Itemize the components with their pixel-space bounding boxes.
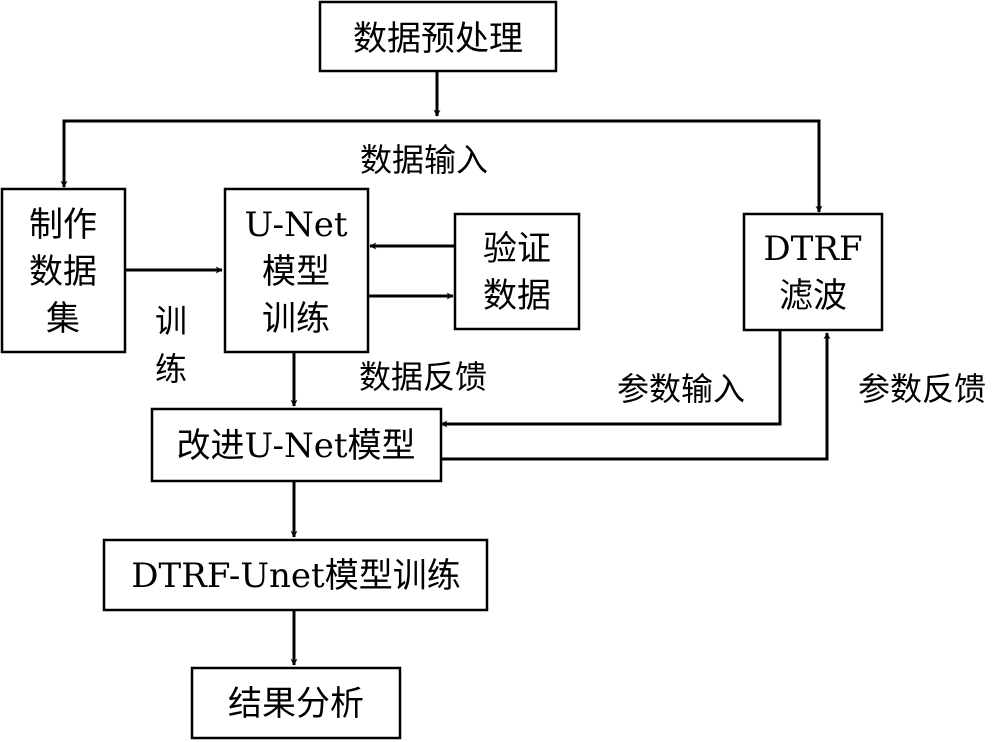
node-validation-label-2: 数据 [483,276,551,316]
node-result-analysis: 结果分析 [190,666,402,740]
node-make-dataset-label-2: 数据 [29,252,97,292]
node-improve-unet: 改进U-Net模型 [150,407,443,483]
node-improve-unet-label: 改进U-Net模型 [176,426,415,466]
node-make-dataset-label-3: 集 [46,299,80,339]
node-preprocess: 数据预处理 [318,0,558,73]
node-dtrf-unet-train: DTRF-Unet模型训练 [102,538,489,612]
edge-label-train-2: 练 [155,350,187,388]
node-make-dataset: 制作 数据 集 [0,187,127,354]
arrow-improve-to-dtrf [441,332,831,461]
node-preprocess-label: 数据预处理 [353,19,523,59]
node-unet-train-label-3: 训练 [262,299,330,339]
edge-label-param-input: 参数输入 [617,370,745,408]
node-unet-train-label-1: U-Net [244,205,347,245]
node-dtrf-unet-train-label: DTRF-Unet模型训练 [131,556,460,596]
node-dtrf-filter-label-2: 滤波 [779,276,847,316]
node-dtrf-filter-label-1: DTRF [763,229,862,269]
edge-label-param-feedback: 参数反馈 [858,370,986,408]
split-line [62,119,821,212]
arrow-dtrf-to-improve [440,330,782,428]
node-dtrf-filter: DTRF 滤波 [742,212,884,332]
edge-label-train-1: 训 [155,302,187,340]
node-validation-label-1: 验证 [483,229,551,269]
node-result-analysis-label: 结果分析 [228,684,364,724]
node-unet-train-label-2: 模型 [262,252,330,292]
connectors [60,71,831,666]
node-validation: 验证 数据 [453,212,581,331]
node-unet-train: U-Net 模型 训练 [223,187,370,354]
edge-label-data-input: 数据输入 [360,141,488,179]
edge-label-data-feedback: 数据反馈 [359,358,487,396]
node-make-dataset-label-1: 制作 [29,205,97,245]
